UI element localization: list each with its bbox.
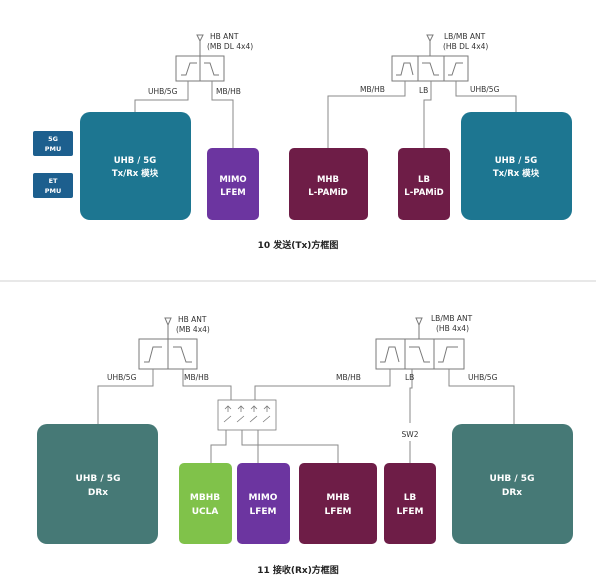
rx-connections [97,369,515,463]
antenna-icon [164,317,172,333]
module-label-line2: L-PAMiD [404,188,443,198]
rx-filter-left [138,333,198,370]
line-label-sw2: SW2 [402,430,419,439]
module-label-line2: DRx [88,488,108,498]
switch-icon [262,405,271,423]
module-label-line2: LFEM [250,507,277,517]
rx-drx-left: UHB / 5G DRx [37,424,158,544]
module-label-line1: LB [418,175,430,185]
antenna-icon [415,317,423,333]
line-label-mbhb-mid: MB/HB [336,373,361,382]
module-label-line2: UCLA [192,507,219,517]
module-label-line2: DRx [502,488,522,498]
antenna-label-line2: (HB 4x4) [436,324,469,333]
rx-lb-lfem: LB LFEM [384,463,436,544]
tx-antenna-right: LB/MB ANT (HB DL 4x4) [426,32,488,51]
tx-filter-right [391,50,469,82]
bandpass-filter-icon [396,62,414,76]
module-label-line1: UHB / 5G [114,156,156,166]
tx-antenna-left: HB ANT (MB DL 4x4) [196,32,253,51]
tx-module-right: UHB / 5G Tx/Rx 模块 [461,112,572,220]
module-label-line1: MBHB [190,493,220,503]
switch-icon [249,405,258,423]
tx-caption: 10 发送(Tx)方框图 [258,239,339,251]
rx-filter-right [375,333,465,370]
tx-mimo-lfem: MIMO LFEM [207,148,259,220]
line-label-lb: LB [405,373,414,382]
tx-lb-lpamid: LB L-PAMiD [398,148,450,220]
tx-module-left: UHB / 5G Tx/Rx 模块 [80,112,191,220]
module-label-line1: MIMO [249,493,278,503]
antenna-label-line2: (MB DL 4x4) [207,42,253,51]
line-label-lb: LB [419,86,428,95]
pmu-label-line2: PMU [45,145,62,153]
tx-mhb-lpamid: MHB L-PAMiD [289,148,368,220]
line-label-uhb5g-right: UHB/5G [468,373,498,382]
rx-mbhb-ucla: MBHB UCLA [179,463,232,544]
switch-icon [223,405,232,423]
antenna-label-line1: LB/MB ANT [444,32,486,41]
antenna-icon [196,34,204,50]
rx-caption: 11 接收(Rx)方框图 [257,564,339,576]
line-label-uhb5g-right: UHB/5G [470,85,500,94]
antenna-icon [426,34,434,50]
module-label-line1: UHB / 5G [495,156,537,166]
tx-pmu-5g: 5G PMU [33,131,73,156]
antenna-label-line1: HB ANT [178,315,207,324]
module-label-line1: LB [404,493,417,503]
antenna-label-line1: HB ANT [210,32,239,41]
rx-mimo-lfem: MIMO LFEM [237,463,290,544]
rx-antenna-left: HB ANT (MB 4x4) [164,315,210,334]
line-label-mbhb-left: MB/HB [216,87,241,96]
bandpass-filter-icon [380,346,400,363]
module-label-line1: MHB [317,175,339,185]
module-label-line2: LFEM [220,188,246,198]
rx-drx-right: UHB / 5G DRx [452,424,573,544]
line-label-uhb5g-left: UHB/5G [107,373,137,382]
lowpass-filter-icon [409,346,430,363]
tx-filter-left [175,50,225,82]
pmu-label-line2: PMU [45,187,62,195]
module-label-line1: UHB / 5G [490,474,535,484]
rx-mhb-lfem: MHB LFEM [299,463,377,544]
line-label-uhb5g-left: UHB/5G [148,87,178,96]
module-label-line2: LFEM [397,507,424,517]
tx-connections [134,81,517,148]
antenna-label-line2: (HB DL 4x4) [443,42,488,51]
highpass-filter-icon [144,346,162,363]
module-label-line2: LFEM [325,507,352,517]
rx-switch-matrix [217,399,277,431]
pmu-label-line1: ET [49,177,58,185]
rx-diagram: HB ANT (MB 4x4) LB/MB ANT (HB 4x4) [37,314,573,576]
module-label-line1: MHB [326,493,349,503]
highpass-filter-icon [181,62,197,76]
antenna-label-line1: LB/MB ANT [431,314,473,323]
lowpass-filter-icon [422,62,439,76]
module-label-line2: Tx/Rx 模块 [112,168,159,179]
highpass-filter-icon [438,346,458,363]
line-label-mbhb-mid: MB/HB [360,85,385,94]
line-label-mbhb-left: MB/HB [184,373,209,382]
tx-diagram: HB ANT (MB DL 4x4) LB/MB ANT (HB DL 4x4) [33,32,572,251]
module-label-line1: MIMO [219,175,246,185]
module-label-line2: L-PAMiD [308,188,347,198]
rx-antenna-right: LB/MB ANT (HB 4x4) [415,314,473,333]
module-label-line1: UHB / 5G [76,474,121,484]
pmu-label-line1: 5G [48,135,58,143]
lowpass-filter-icon [204,62,219,76]
highpass-filter-icon [448,62,463,76]
lowpass-filter-icon [173,346,192,363]
tx-pmu-et: ET PMU [33,173,73,198]
module-label-line2: Tx/Rx 模块 [493,168,540,179]
antenna-label-line2: (MB 4x4) [176,325,210,334]
switch-icon [236,405,245,423]
